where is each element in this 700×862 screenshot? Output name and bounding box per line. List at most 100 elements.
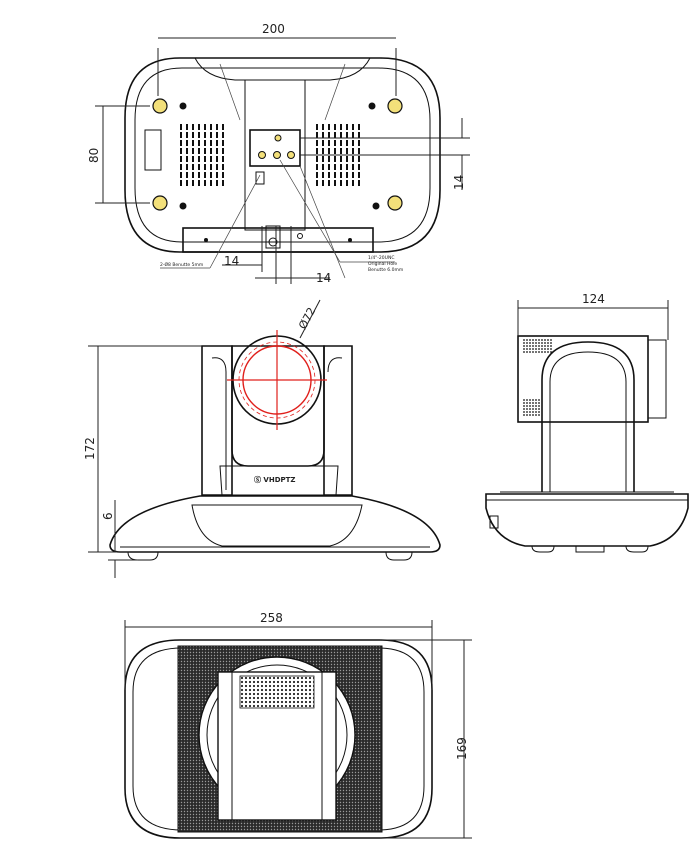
vent-dot	[529, 405, 531, 407]
vent-dot	[547, 339, 549, 341]
vent-slot	[316, 148, 318, 154]
vent-dot	[538, 402, 540, 404]
vent-slot	[328, 156, 330, 162]
vent-slot	[198, 148, 200, 154]
vent-slot	[192, 148, 194, 154]
vent-dot	[526, 399, 528, 401]
vent-slot	[198, 180, 200, 186]
vent-dot	[547, 342, 549, 344]
vent-dot	[547, 345, 549, 347]
vent-dot	[538, 411, 540, 413]
connector-hole-4	[287, 151, 295, 159]
side-view-head	[517, 335, 649, 423]
vent-dot	[529, 339, 531, 341]
side-view-vent-top	[523, 339, 552, 353]
vent-slot	[340, 180, 342, 186]
vent-slot	[204, 164, 206, 170]
vent-slot	[328, 172, 330, 178]
connector-hole-3	[273, 151, 281, 159]
vent-dot	[526, 414, 528, 416]
dim-side-depth: 124	[582, 292, 605, 306]
vent-slot	[358, 180, 360, 186]
vent-slot	[340, 172, 342, 178]
vent-dot	[529, 348, 531, 350]
vent-slot	[328, 124, 330, 130]
vent-dot	[541, 345, 543, 347]
front-view: Ø72 Ⓢ VHDPTZ 172 6	[83, 299, 441, 578]
vent-slot	[334, 140, 336, 146]
vent-slot	[334, 156, 336, 162]
vent-slot	[334, 132, 336, 138]
vent-slot	[216, 156, 218, 162]
vent-slot	[322, 124, 324, 130]
vent-dot	[535, 411, 537, 413]
vent-dot	[535, 414, 537, 416]
vent-slot	[334, 164, 336, 170]
top-view-bracket	[182, 227, 374, 253]
vent-slot	[198, 172, 200, 178]
vent-slot	[352, 124, 354, 130]
vent-slot	[316, 124, 318, 130]
vent-slot	[328, 140, 330, 146]
vent-dot	[529, 411, 531, 413]
vent-dot	[526, 348, 528, 350]
vent-slot	[180, 180, 182, 186]
side-view-vent-bottom	[523, 399, 540, 416]
side-view: 124	[485, 292, 689, 553]
front-view-head	[231, 345, 325, 467]
top-view-inner-contour	[134, 67, 431, 243]
vent-slot	[216, 148, 218, 154]
vent-dot	[532, 405, 534, 407]
vent-dot	[544, 342, 546, 344]
vent-dot	[550, 345, 552, 347]
vent-slot	[186, 132, 188, 138]
vent-dot	[550, 348, 552, 350]
screw-hole-top-right	[387, 98, 403, 114]
vent-slot	[328, 132, 330, 138]
vent-dot	[535, 408, 537, 410]
vent-slot	[204, 148, 206, 154]
vent-slot	[192, 140, 194, 146]
vent-slot	[222, 124, 224, 130]
vent-dot	[550, 339, 552, 341]
vent-slot	[204, 180, 206, 186]
vent-slot	[358, 124, 360, 130]
vent-dot	[541, 339, 543, 341]
dim-front-base: 6	[101, 512, 115, 520]
vent-slot	[210, 180, 212, 186]
vent-dot	[526, 351, 528, 353]
vent-dot	[526, 342, 528, 344]
vent-slot	[186, 156, 188, 162]
vent-dot	[535, 348, 537, 350]
vent-dot	[538, 399, 540, 401]
vent-slot	[346, 180, 348, 186]
vent-slot	[180, 148, 182, 154]
vent-slot	[316, 172, 318, 178]
vent-dot	[523, 408, 525, 410]
vent-slot	[186, 164, 188, 170]
vent-slot	[180, 172, 182, 178]
vent-dot	[532, 342, 534, 344]
vent-slot	[192, 180, 194, 186]
vent-dot	[523, 351, 525, 353]
vent-slot	[328, 148, 330, 154]
vent-slot	[210, 164, 212, 170]
vent-slot	[210, 172, 212, 178]
vent-slot	[352, 156, 354, 162]
dim-top-width: 200	[262, 22, 285, 36]
vent-dot	[550, 342, 552, 344]
vent-dot	[532, 399, 534, 401]
vent-slot	[198, 164, 200, 170]
vent-slot	[216, 172, 218, 178]
vent-slot	[352, 180, 354, 186]
vent-dot	[547, 351, 549, 353]
vent-dot	[544, 345, 546, 347]
top-view-connector-panel	[249, 129, 301, 167]
vent-dot	[532, 348, 534, 350]
bottom-view: 258 169	[124, 611, 472, 839]
vent-dot	[535, 345, 537, 347]
vent-dot	[532, 345, 534, 347]
dim-top-offset-right: 14	[452, 175, 466, 190]
vent-slot	[186, 180, 188, 186]
